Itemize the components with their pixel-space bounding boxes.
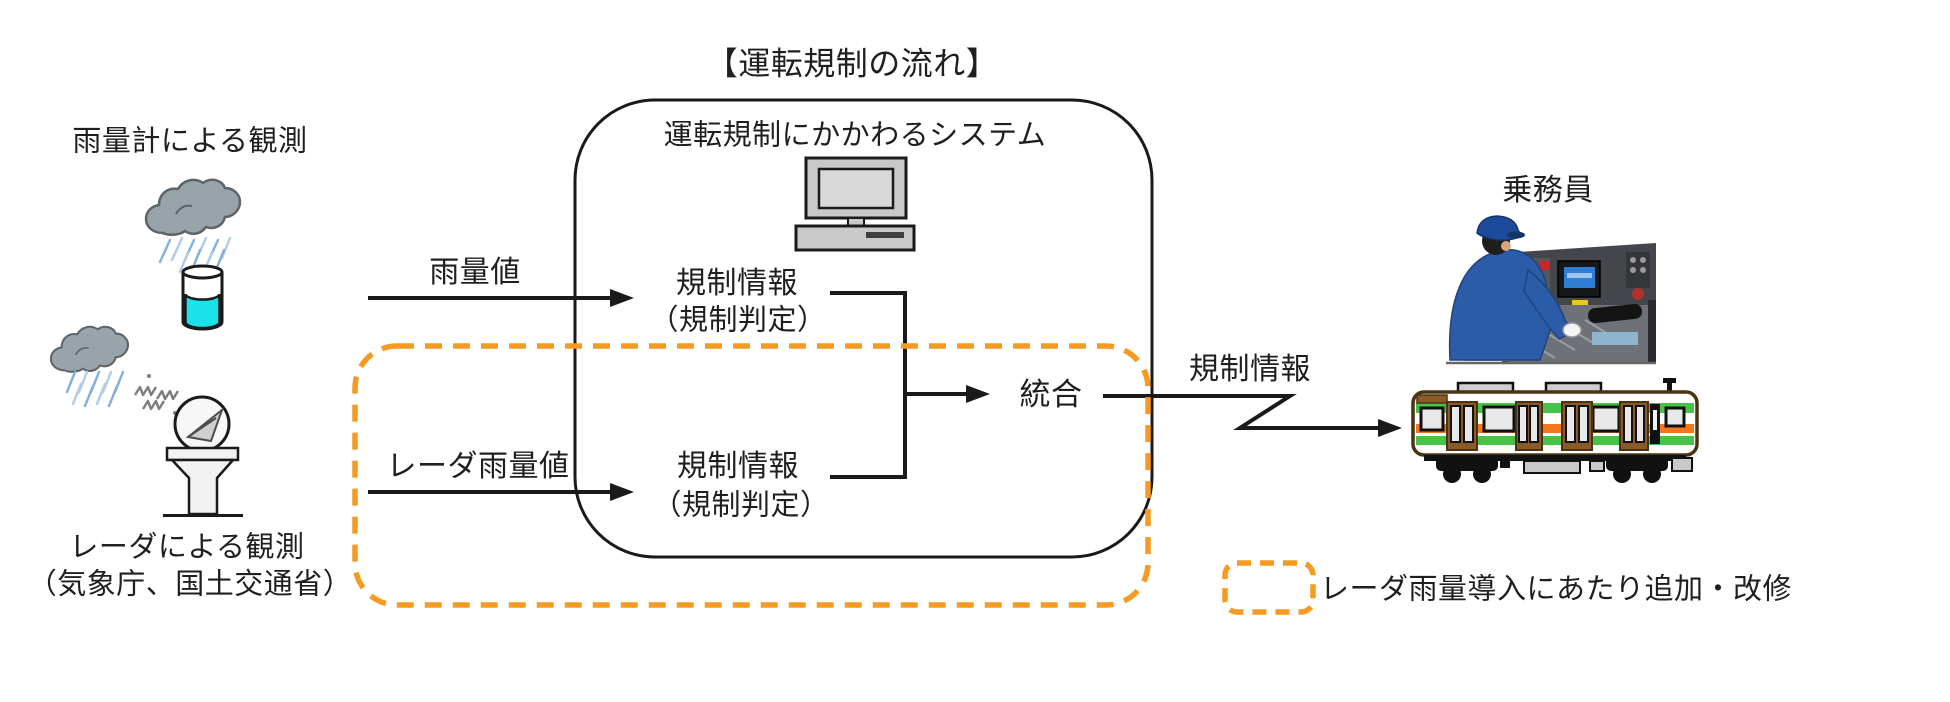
arrowhead-radar-rain-value bbox=[610, 483, 634, 501]
rain-cloud-icon bbox=[144, 178, 242, 236]
regulation-info-bottom-line2: （規制判定） bbox=[652, 489, 830, 522]
rain-cloud-icon-2 bbox=[49, 325, 130, 373]
rain-gauge-caption: 雨量計による観測 bbox=[72, 125, 308, 158]
legend-dashed-swatch bbox=[1222, 560, 1316, 615]
train-driver-illustration bbox=[1446, 215, 1656, 365]
train-side-view-icon bbox=[1411, 378, 1699, 483]
radar-caption-line1: レーダによる観測 bbox=[69, 531, 305, 564]
diagram-title: 【運転規制の流れ】 bbox=[705, 45, 999, 82]
legend-text: レーダ雨量導入にあたり追加・改修 bbox=[1320, 573, 1793, 606]
radar-tower-icon bbox=[163, 395, 243, 517]
train-doors bbox=[1446, 401, 1649, 451]
rain-gauge-cup-icon bbox=[181, 264, 224, 331]
integration-label: 統合 bbox=[1019, 377, 1083, 413]
system-box-outline bbox=[573, 98, 1154, 559]
radar-rain-value-label: レーダ雨量値 bbox=[386, 449, 570, 483]
radar-waves-icon bbox=[133, 374, 180, 415]
arrowhead-integration bbox=[966, 385, 990, 403]
rain-value-label: 雨量値 bbox=[429, 255, 521, 289]
radar-caption-line2: （気象庁、国土交通省） bbox=[27, 568, 353, 601]
regulation-info-top-line1: 規制情報 bbox=[676, 266, 798, 300]
regulation-info-top-line2: （規制判定） bbox=[649, 304, 827, 337]
regulation-info-bottom-line1: 規制情報 bbox=[677, 449, 799, 483]
rain-streaks-radar bbox=[65, 370, 125, 408]
arrowhead-output bbox=[1378, 419, 1402, 437]
flow-lines bbox=[368, 289, 1402, 501]
desktop-computer-icon bbox=[794, 156, 916, 252]
radar-addition-highlight-box bbox=[352, 343, 1151, 608]
output-regulation-info-label: 規制情報 bbox=[1189, 352, 1311, 386]
crew-caption: 乗務員 bbox=[1502, 173, 1594, 207]
arrowhead-rain-value bbox=[610, 289, 634, 307]
system-box-title: 運転規制にかかわるシステム bbox=[663, 119, 1047, 152]
